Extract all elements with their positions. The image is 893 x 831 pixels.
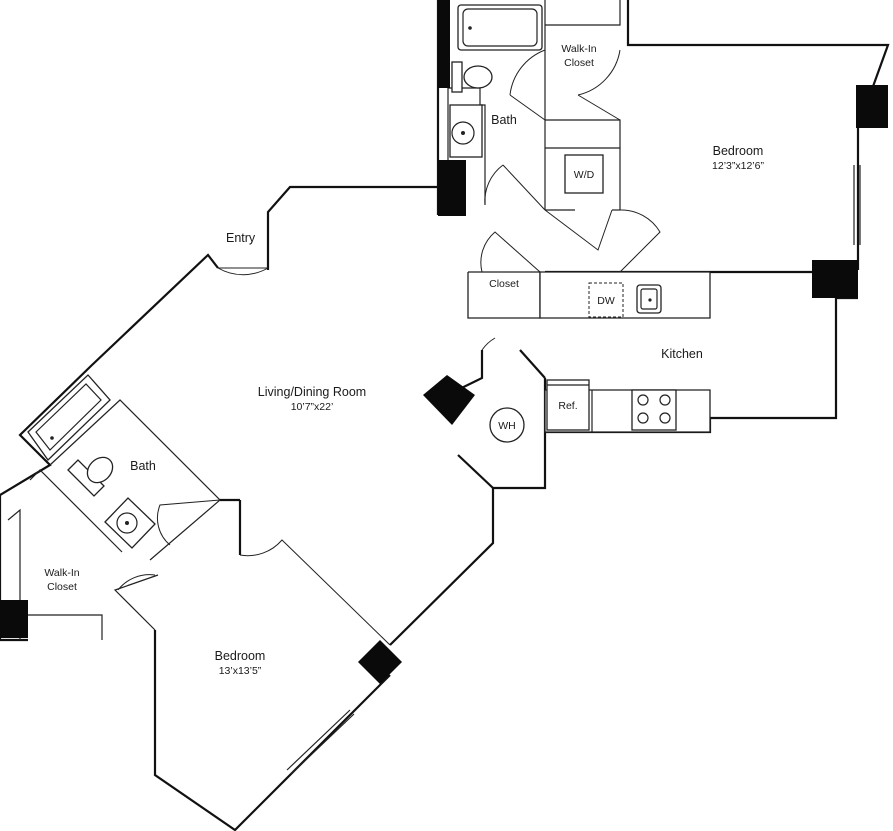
stove	[631, 389, 677, 431]
room-labels: Entry Living/Dining Room 10’7”x22’ Kitch…	[44, 43, 764, 677]
walkin-top-label-line2: Closet	[564, 57, 594, 69]
dishwasher	[588, 282, 624, 318]
water-heater	[489, 407, 525, 443]
column	[438, 160, 466, 216]
toilet	[67, 459, 105, 497]
walkin-left-label-line1: Walk-In	[44, 567, 79, 579]
refrigerator-label: Ref.	[558, 400, 577, 412]
bedroom-left-dims: 13’x13’5”	[219, 665, 262, 677]
column	[0, 600, 28, 638]
dishwasher-label: DW	[597, 295, 615, 307]
bathtub	[457, 4, 543, 51]
windows	[286, 165, 861, 775]
fixtures	[27, 4, 677, 549]
kitchen-label: Kitchen	[661, 347, 703, 361]
column	[438, 0, 450, 88]
doors	[117, 49, 661, 646]
bathtub	[27, 374, 111, 461]
living-room-dims: 10’7”x22’	[291, 401, 334, 413]
washer-dryer-label: W/D	[574, 169, 595, 181]
walkin-top-label-line1: Walk-In	[561, 43, 596, 55]
column	[812, 260, 858, 298]
sink	[449, 104, 483, 158]
bedroom-right-dims: 12’3”x12’6”	[712, 160, 764, 172]
refrigerator	[546, 379, 590, 431]
toilet	[451, 61, 463, 93]
washer-dryer	[564, 154, 604, 194]
interior-walls	[7, 0, 711, 640]
appliance-labels: W/D DW Ref. WH	[498, 169, 615, 432]
bedroom-left-label: Bedroom	[215, 649, 266, 663]
bath-top-label: Bath	[491, 113, 517, 127]
structural-columns	[0, 0, 888, 684]
walkin-left-label-line2: Closet	[47, 581, 77, 593]
closet-label: Closet	[489, 278, 519, 290]
entry-label: Entry	[226, 231, 256, 245]
column	[856, 85, 888, 128]
column	[358, 640, 402, 684]
living-room-label: Living/Dining Room	[258, 385, 366, 399]
water-heater-label: WH	[498, 420, 516, 432]
sink	[104, 497, 156, 549]
bedroom-right-label: Bedroom	[713, 144, 764, 158]
bath-left-label: Bath	[130, 459, 156, 473]
column	[423, 375, 475, 425]
